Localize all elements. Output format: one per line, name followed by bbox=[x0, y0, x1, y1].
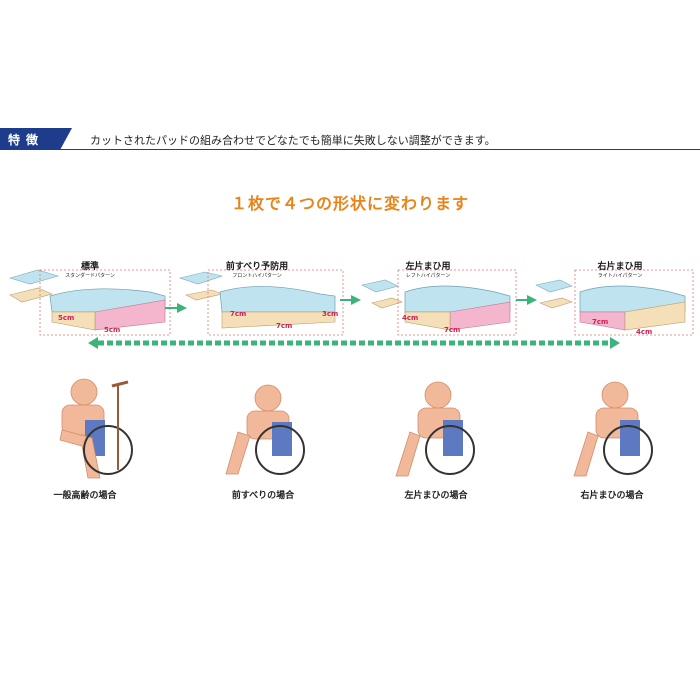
cushion-top bbox=[579, 285, 686, 313]
header-rule bbox=[60, 149, 700, 150]
caption-left-paralysis: 左片まひの場合 bbox=[404, 491, 468, 501]
figure-right-paralysis bbox=[573, 381, 653, 477]
dashed-frame bbox=[397, 269, 517, 336]
headline: １枚で４つの形状に変わります bbox=[230, 194, 469, 213]
header-description: カットされたパッドの組み合わせでどなたでも簡単に失敗しない調整ができます。 bbox=[90, 134, 496, 147]
pad-base-icon bbox=[539, 297, 573, 309]
pad-base-icon bbox=[9, 287, 53, 303]
figure-front-slip bbox=[225, 384, 305, 475]
pattern-right-high bbox=[535, 269, 694, 336]
dim-label: 4cm bbox=[636, 328, 653, 336]
dim-label: 7cm bbox=[444, 326, 461, 334]
pattern-subtitle: スタンダードパターン bbox=[65, 273, 115, 279]
pattern-name: 左片まひ用 bbox=[405, 262, 451, 272]
pad-piece-icon bbox=[535, 279, 573, 293]
figure-general-elderly bbox=[59, 378, 133, 479]
header-title: 特徴 bbox=[8, 133, 45, 147]
feature-header: 特徴 カットされたパッドの組み合わせでどなたでも簡単に失敗しない調整ができます。 bbox=[0, 128, 700, 150]
pattern-label-left-high: 左片まひ用 レフトハイパターン bbox=[398, 262, 458, 280]
pattern-name: 標準 bbox=[80, 262, 99, 272]
dim-label: 5cm bbox=[104, 326, 121, 334]
figure-left-paralysis bbox=[395, 381, 475, 477]
header-tab bbox=[0, 128, 60, 150]
pad-piece-icon bbox=[178, 271, 224, 285]
caption-right-paralysis: 右片まひの場合 bbox=[580, 491, 644, 501]
dim-label: 4cm bbox=[402, 314, 419, 322]
dim-label: 5cm bbox=[58, 314, 75, 322]
cushion-base bbox=[221, 311, 336, 329]
cushion-top bbox=[219, 286, 336, 313]
cushion-top bbox=[404, 285, 511, 313]
cushion-base bbox=[51, 311, 96, 331]
pattern-subtitle: フロントハイパターン bbox=[232, 273, 282, 279]
dashed-frame bbox=[574, 269, 694, 336]
pattern-name: 右片まひ用 bbox=[597, 262, 643, 272]
pattern-label-standard: 標準 スタンダードパターン bbox=[60, 262, 120, 280]
interchange-arrow bbox=[88, 337, 620, 349]
dim-label: 7cm bbox=[276, 322, 293, 330]
pattern-subtitle: レフトハイパターン bbox=[405, 273, 451, 279]
pattern-subtitle: ライトハイパターン bbox=[597, 273, 643, 279]
pattern-front-high bbox=[178, 269, 344, 336]
pad-piece-icon bbox=[8, 269, 60, 285]
cushion-base bbox=[624, 301, 686, 331]
pattern-name: 前すべり予防用 bbox=[225, 262, 289, 272]
caption-general-elderly: 一般高齢の場合 bbox=[53, 491, 117, 501]
pad-piece-icon bbox=[361, 279, 399, 293]
dashed-frame bbox=[39, 269, 171, 336]
cushion-base bbox=[404, 311, 451, 331]
dim-label: 7cm bbox=[592, 318, 609, 326]
pattern-label-front-high: 前すべり予防用 フロントハイパターン bbox=[222, 262, 292, 280]
dim-label: 7cm bbox=[230, 310, 247, 318]
caption-front-slip: 前すべりの場合 bbox=[231, 491, 295, 501]
pad-base-icon bbox=[185, 289, 224, 301]
pattern-left-high bbox=[361, 269, 517, 336]
pattern-standard bbox=[8, 269, 171, 336]
dim-label: 3cm bbox=[322, 310, 339, 318]
pattern-label-right-high: 右片まひ用 ライトハイパターン bbox=[590, 262, 650, 280]
header-tab-notch bbox=[60, 128, 72, 150]
pattern-arrows bbox=[165, 295, 537, 313]
pad-base-icon bbox=[371, 297, 403, 309]
